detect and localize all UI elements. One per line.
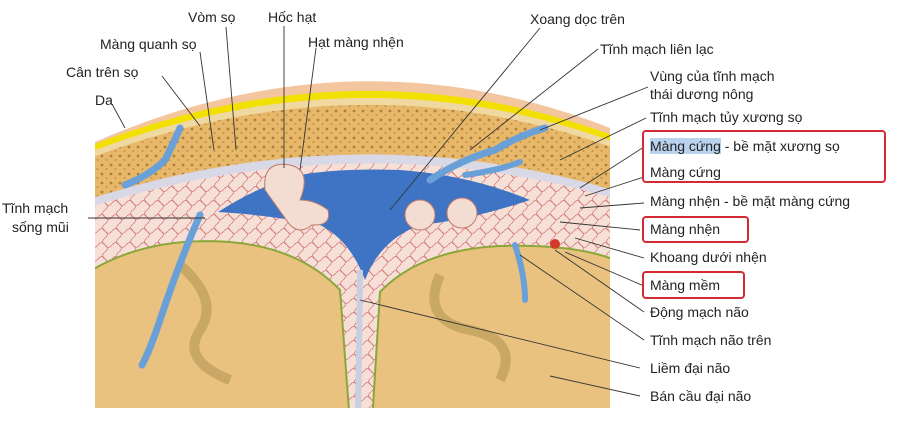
left-hemisphere	[95, 240, 352, 408]
label-hat-mang-nhen: Hạt màng nhện	[308, 34, 404, 50]
label-mang-nhen-be-mat-mang-cung: Màng nhện - bề mặt màng cứng	[650, 193, 851, 209]
label-khoang-duoi-nhen: Khoang dưới nhện	[650, 249, 767, 265]
label-tinh-mach-song-mui-1: Tĩnh mạch	[2, 200, 69, 216]
cerebral-artery	[550, 239, 560, 249]
leader-lines	[88, 26, 649, 397]
diploic-vein	[121, 124, 184, 189]
label-mang-mem: Màng mềm	[650, 277, 721, 293]
highlighted-text: Màng cứng	[650, 138, 721, 154]
arachnoid-granulation	[264, 163, 330, 231]
label-liem-dai-nao: Liềm đại não	[650, 360, 731, 376]
label-mang-nhen: Màng nhện	[650, 221, 721, 237]
label-tinh-mach-lien-lac: Tĩnh mạch liên lạc	[600, 41, 714, 57]
label-ban-cau-dai-nao: Bán cầu đại não	[650, 388, 752, 404]
label-vom-so: Vòm sọ	[188, 9, 236, 25]
label-tinh-mach-tuy-xuong-so: Tĩnh mạch tủy xương sọ	[650, 109, 803, 125]
label-mang-cung: Màng cứng	[650, 164, 721, 180]
emissary-vein	[426, 124, 549, 184]
label-can-tren-so: Cân trên sọ	[66, 64, 139, 80]
falx-cerebri	[355, 269, 363, 408]
label-tinh-mach-song-mui-2: sống mũi	[12, 219, 69, 235]
label-hoc-hat: Hốc hạt	[268, 9, 317, 25]
label-dong-mach-nao: Động mạch não	[650, 304, 749, 320]
label-vung-tinh-mach-1: Vùng của tĩnh mạch	[650, 68, 775, 84]
label-tinh-mach-nao-tren: Tĩnh mạch não trên	[650, 332, 772, 348]
label-mang-cung-be-mat-xuong-so: Màng cứng - bề mặt xương sọ	[650, 138, 840, 155]
label-mang-cung-suffix: - bề mặt xương sọ	[720, 138, 840, 154]
label-da: Da	[95, 92, 113, 108]
superior-cerebral-vein-left	[138, 211, 204, 369]
label-mang-quanh-so: Màng quanh sọ	[100, 36, 197, 52]
highlight-box-mang-cung	[642, 130, 886, 183]
superior-cerebral-vein-right	[512, 242, 528, 303]
highlight-box-mang-mem	[642, 271, 745, 299]
label-vung-tinh-mach-2: thái dương nông	[650, 86, 754, 102]
label-xoang-doc-tren: Xoang dọc trên	[530, 11, 625, 27]
highlight-box-mang-nhen	[642, 216, 749, 243]
